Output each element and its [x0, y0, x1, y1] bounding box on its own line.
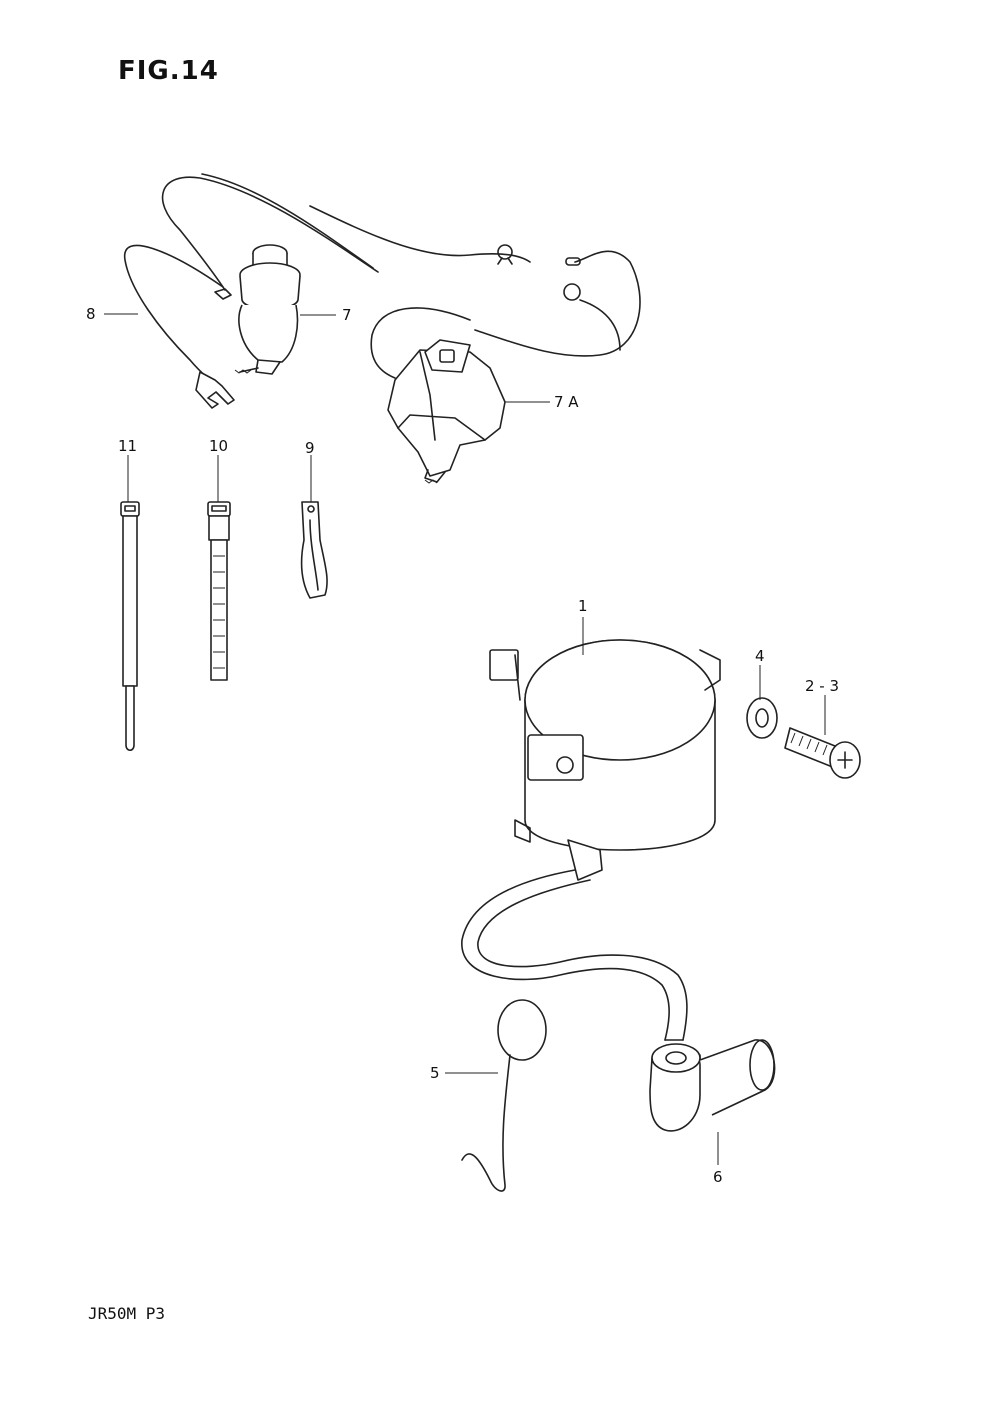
button-switch-part-7	[214, 244, 301, 375]
ring-terminal-top	[497, 244, 581, 301]
callout-part-5: 5	[430, 1064, 440, 1082]
wire-fork-terminal-part-8	[195, 371, 235, 409]
handlebar-switch-part-7a	[387, 339, 506, 484]
spring-clip-part-5	[461, 999, 547, 1192]
leader-lines	[104, 313, 826, 1165]
callout-part-9: 9	[305, 439, 315, 457]
callout-part-10: 10	[209, 437, 229, 455]
callout-part-8: 8	[86, 305, 96, 323]
callout-part-4: 4	[755, 647, 765, 665]
wire-harness	[123, 173, 641, 383]
callout-part-11: 11	[118, 437, 138, 455]
ht-lead-cable	[461, 839, 688, 1041]
callout-part-2-3: 2 - 3	[805, 677, 840, 695]
model-code-footer: JR50M P3	[88, 1304, 166, 1323]
callout-part-1: 1	[578, 597, 588, 615]
callout-part-7a: 7 A	[554, 393, 579, 411]
ignition-coil-part-1	[489, 639, 721, 851]
cable-tie-part-11	[120, 501, 140, 752]
clamp-part-9	[300, 501, 328, 599]
callout-part-7: 7	[342, 306, 352, 324]
spark-plug-cap-part-6	[649, 1039, 776, 1132]
figure-title: FIG.14	[118, 56, 219, 86]
screw-part-2-3	[784, 727, 861, 779]
cable-tie-part-10	[207, 501, 231, 681]
washer-part-4	[746, 697, 778, 739]
callout-part-6: 6	[713, 1168, 723, 1186]
